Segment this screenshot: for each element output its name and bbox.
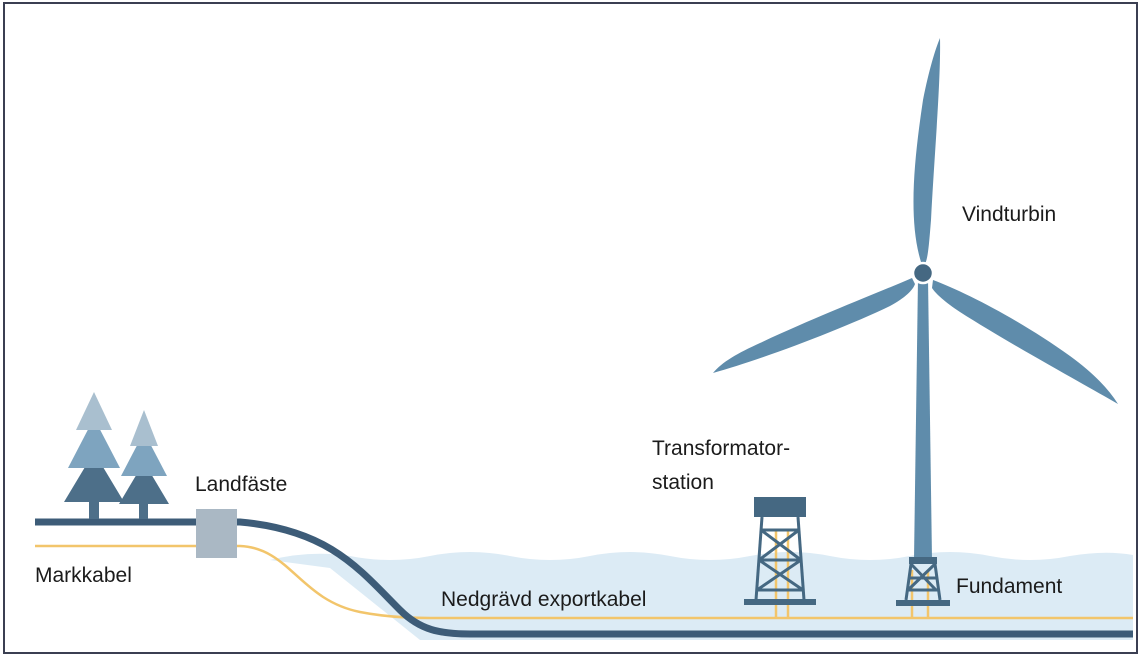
landfall-box <box>196 509 237 558</box>
turbine-blade-right <box>932 280 1118 404</box>
transformer-station <box>744 497 816 605</box>
tree-small <box>119 410 169 519</box>
turbine-hub <box>911 261 935 285</box>
foundation-top <box>909 557 937 564</box>
label-vindturbin: Vindturbin <box>962 203 1057 226</box>
frame-border <box>3 2 1138 654</box>
label-markkabel: Markkabel <box>35 564 132 587</box>
label-fundament: Fundament <box>956 575 1063 598</box>
turbine-tower <box>914 278 932 560</box>
wind-turbine <box>713 38 1118 606</box>
turbine-blade-left <box>713 278 915 373</box>
transformer-topside <box>754 497 806 517</box>
label-transformatorstation-line2: station <box>652 471 714 494</box>
ground-seabed-line <box>35 518 1133 638</box>
foundation-base <box>896 600 950 606</box>
tree-large <box>64 392 124 519</box>
label-exportkabel: Nedgrävd exportkabel <box>441 588 647 611</box>
label-landfaste: Landfäste <box>195 473 288 496</box>
label-transformatorstation-line1: Transformator- <box>652 437 791 460</box>
turbine-blade-top <box>913 38 941 264</box>
transformer-base <box>744 599 816 605</box>
